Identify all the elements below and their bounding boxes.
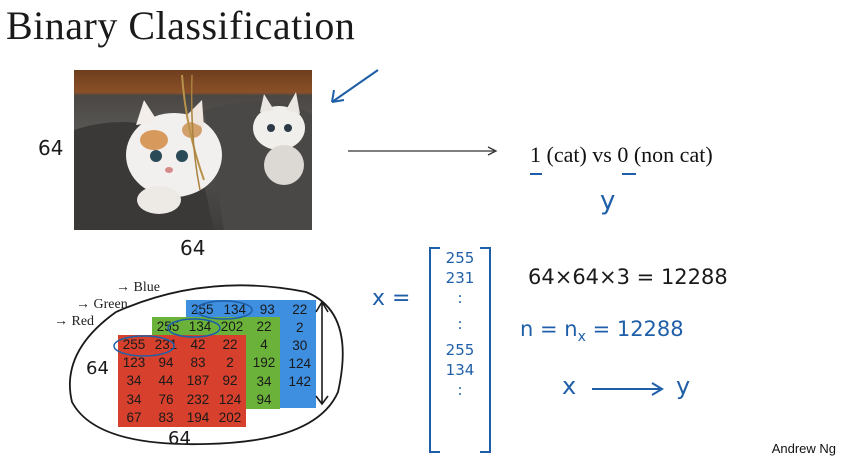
vector-entry: 134 — [445, 361, 475, 379]
matrix-side-label: 64 — [86, 358, 109, 379]
vector-entry: : — [457, 315, 463, 333]
map-y: y — [676, 372, 691, 400]
label-cat-vs: (cat) vs — [546, 142, 612, 167]
red-matrix-cell: 124 — [218, 391, 242, 407]
red-matrix-cell: 194 — [186, 410, 210, 426]
red-matrix-cell: 76 — [158, 391, 174, 407]
n-equation-lhs: n = n — [520, 317, 578, 341]
blue-label: Blue — [133, 280, 160, 295]
red-matrix-cell: 42 — [190, 336, 206, 352]
blue-matrix-cell: 124 — [288, 355, 312, 371]
label-one: 1 — [530, 142, 541, 167]
n-subscript: x — [577, 329, 586, 346]
red-matrix-cell: 92 — [222, 373, 238, 389]
cat-photo — [74, 70, 312, 230]
red-matrix-cell: 34 — [126, 373, 142, 389]
blue-matrix-cell: 30 — [292, 337, 308, 353]
cat-photo-drawing — [74, 74, 312, 230]
vector-entry: : — [457, 381, 463, 399]
map-arrow-icon — [592, 382, 664, 396]
red-matrix-cell: 187 — [186, 373, 210, 389]
underline-marks — [530, 173, 636, 175]
green-matrix-cell: 202 — [220, 318, 244, 334]
label-zero: 0 — [617, 142, 629, 167]
red-matrix-cell: 67 — [126, 410, 142, 426]
red-label: Red — [71, 314, 95, 329]
red-matrix-cell: 232 — [186, 391, 210, 407]
red-matrix-cell: 83 — [158, 410, 174, 426]
blue-matrix-cell: 93 — [259, 301, 275, 317]
vector-entry: : — [457, 289, 463, 307]
n-equation-rhs: = 12288 — [592, 317, 684, 341]
red-matrix-cell: 2 — [226, 355, 234, 371]
blue-matrix-cell: 134 — [223, 301, 247, 317]
vector-entry: 231 — [445, 269, 475, 287]
vector-brackets — [429, 247, 491, 453]
matrix-bottom-label: 64 — [168, 428, 191, 449]
blue-matrix-cell: 142 — [288, 373, 312, 389]
image-height-label: 64 — [38, 136, 64, 160]
map-x: x — [562, 372, 577, 400]
green-matrix-cell: 22 — [256, 318, 272, 334]
dimension-equation: 64×64×3 = 12288 — [528, 265, 728, 289]
red-matrix-cell: 202 — [218, 410, 242, 426]
image-width-label: 64 — [180, 236, 206, 260]
author-credit: Andrew Ng — [771, 441, 836, 456]
red-matrix-cell: 231 — [154, 336, 178, 352]
vector-label: x = — [372, 286, 411, 311]
n-equation: n = nx = 12288 — [520, 317, 684, 345]
blue-channel-label: → Blue — [116, 280, 160, 296]
red-matrix-cell: 44 — [158, 373, 174, 389]
red-matrix-cell: 22 — [222, 336, 238, 352]
green-channel-label: → Green — [76, 297, 128, 313]
green-matrix-cell: 134 — [188, 318, 212, 334]
pointer-arrow-icon — [331, 69, 379, 103]
vector-entry: 255 — [445, 249, 475, 267]
green-matrix-cell: 4 — [260, 337, 268, 353]
green-matrix-cell: 34 — [256, 373, 272, 389]
label-non-cat: (non cat) — [633, 142, 713, 167]
blue-matrix-cell: 22 — [292, 301, 308, 317]
arrow-icon: → — [76, 297, 94, 312]
arrow-icon: → — [54, 314, 72, 329]
label-y: y — [600, 186, 616, 216]
matrix-outline-annotation — [68, 284, 344, 446]
slide-title: Binary Classification — [6, 3, 356, 48]
mapping-arrow-icon — [348, 146, 498, 156]
green-matrix-cell: 192 — [252, 355, 276, 371]
green-matrix-cell: 94 — [256, 392, 272, 408]
green-label: Green — [93, 297, 128, 312]
red-matrix-cell: 83 — [190, 355, 206, 371]
vector-entry: 255 — [445, 341, 475, 359]
class-definition: 1 (cat) vs 0 (non cat) — [530, 142, 713, 168]
red-channel-matrix: 255 231 42 22 123 94 83 2 34 44 187 92 34 76 232 124 67 8… — [118, 335, 246, 427]
red-matrix-cell: 255 — [122, 336, 146, 352]
red-matrix-cell: 123 — [122, 355, 146, 371]
red-matrix-cell: 94 — [158, 355, 174, 371]
blue-matrix-cell: 2 — [295, 319, 304, 335]
red-channel-label: → Red — [54, 314, 94, 330]
red-matrix-cell: 34 — [126, 391, 142, 407]
arrow-icon: → — [116, 280, 134, 295]
